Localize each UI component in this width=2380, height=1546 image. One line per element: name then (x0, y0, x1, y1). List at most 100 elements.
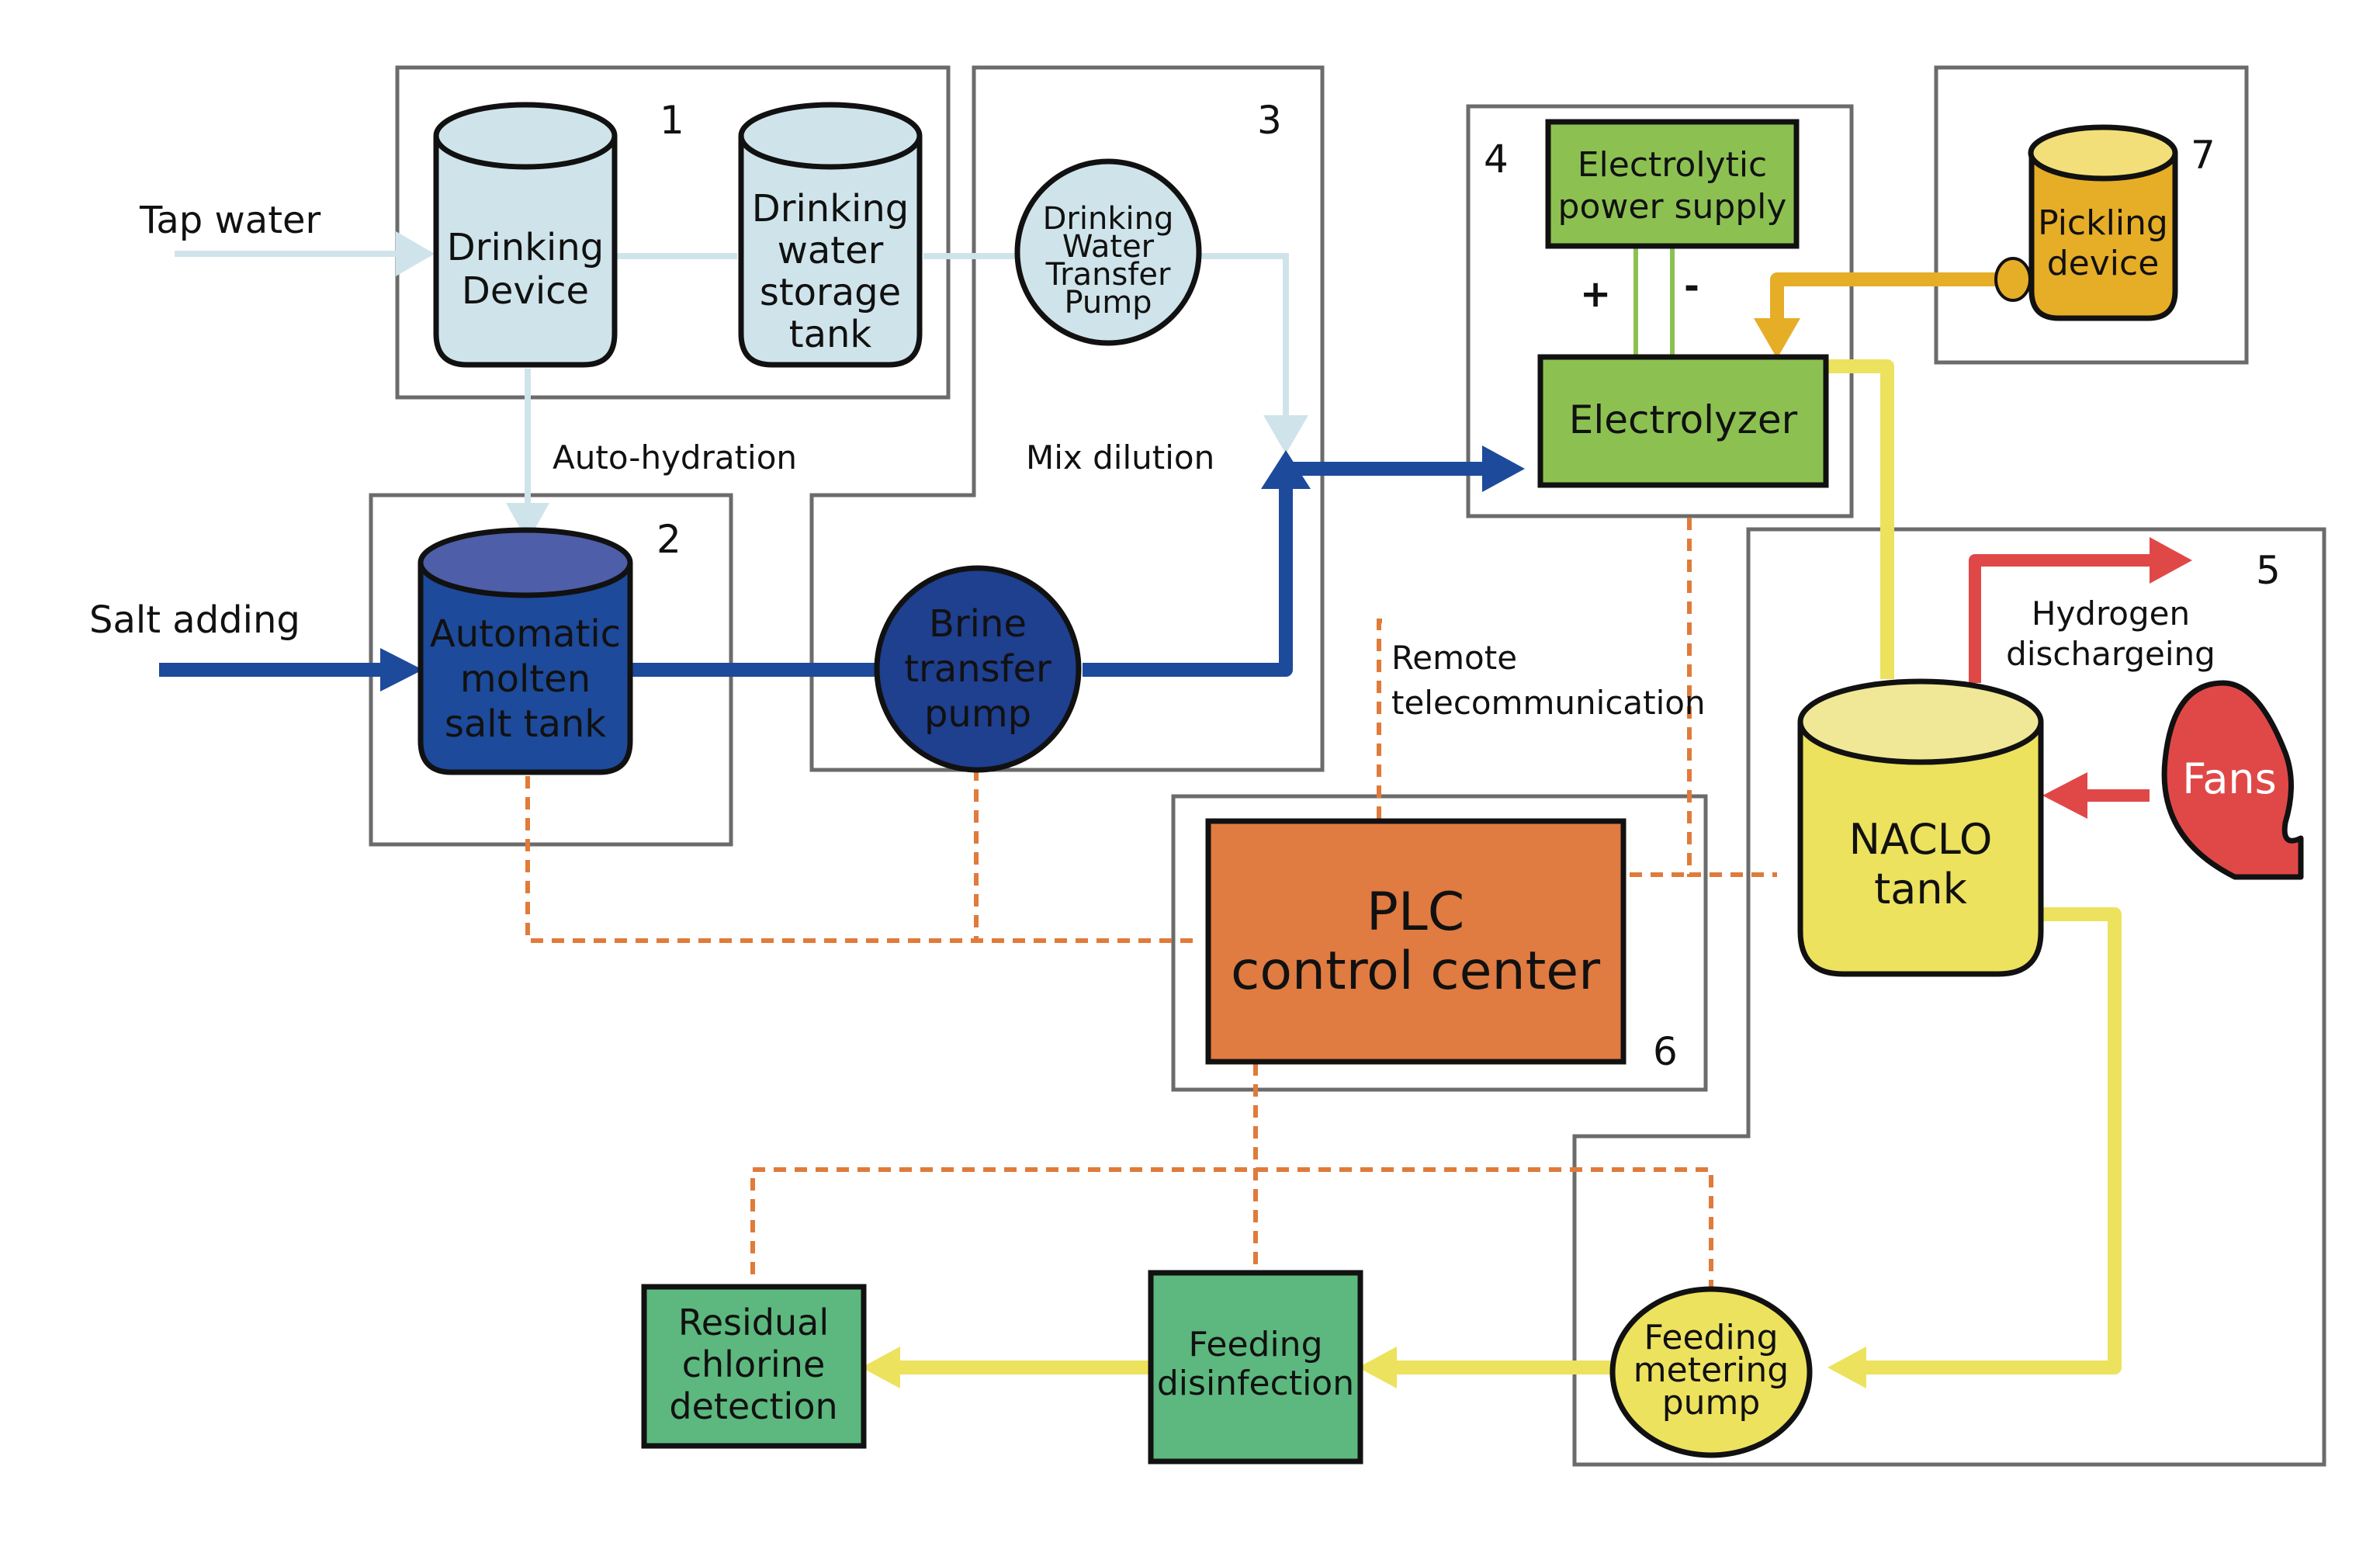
power-line-2: power supply (1558, 187, 1787, 227)
remote-label: Remote telecommunication (1391, 639, 1706, 722)
storage-line-4: tank (789, 313, 872, 356)
brine-right-arrowhead (1482, 445, 1525, 492)
residual-arrowhead (861, 1347, 900, 1388)
tap-water-arrowhead (396, 231, 435, 276)
transfer-line-2: Water (1062, 229, 1155, 265)
transfer-line-3: Transfer (1045, 257, 1171, 293)
residual-line-1: Residual (678, 1302, 829, 1343)
metering-line-2: metering (1633, 1350, 1789, 1390)
plc-line-2: control center (1231, 941, 1600, 1002)
remote-line-1: Remote (1391, 639, 1517, 677)
auto-hydration-label: Auto-hydration (553, 438, 797, 477)
group-5-frame (1572, 527, 2326, 1467)
disinfection-arrowhead (1358, 1347, 1397, 1388)
brine-lines (159, 462, 1490, 677)
brine-line-3: pump (924, 692, 1031, 736)
transfer-line-4: Pump (1064, 285, 1152, 321)
group-4-frame (1466, 104, 1854, 518)
brine-up-arrowhead (1261, 450, 1311, 489)
brine-line-2: transfer (904, 647, 1051, 691)
group-3-frame (809, 65, 1325, 772)
disinfection-line-2: disinfection (1157, 1364, 1354, 1403)
group-5-number: 5 (2256, 548, 2281, 593)
group-6-number: 6 (1653, 1029, 1678, 1074)
remote-line-2: telecommunication (1391, 684, 1706, 722)
naclo-lines (892, 359, 2122, 1374)
fan-arrowhead (2042, 772, 2087, 819)
metering-line-3: pump (1662, 1383, 1761, 1423)
metering-line-1: Feeding (1644, 1318, 1778, 1357)
group-2-number: 2 (656, 517, 681, 562)
tap-water-lines (175, 251, 1289, 518)
pickling-line (1770, 272, 1998, 326)
naclo-line-1: NACLO (1849, 815, 1993, 864)
plc-line-1: PLC (1367, 882, 1464, 943)
pickling-line-2: device (2047, 244, 2160, 283)
disinfection-line-1: Feeding (1188, 1325, 1322, 1364)
mix-arrowhead (1263, 415, 1308, 454)
group-7-frame (1934, 65, 2249, 365)
group-3-number: 3 (1257, 98, 1282, 143)
hydrogen-arrowhead (2150, 537, 2192, 584)
power-wires (1633, 247, 1675, 355)
plus-sign: + (1580, 272, 1611, 316)
hydrogen-line-2: dischargeing (2006, 635, 2215, 673)
residual-line-3: detection (669, 1385, 837, 1427)
storage-line-1: Drinking (752, 187, 909, 231)
salt-tank-line-1: Automatic (430, 612, 621, 656)
pickling-line-1: Pickling (2038, 203, 2168, 243)
drinking-device-line-2: Device (462, 269, 589, 313)
naclo-line-2: tank (1874, 865, 1967, 913)
pickling-valve (1994, 257, 2032, 302)
storage-line-3: storage (760, 271, 901, 314)
pickling-arrowhead (1754, 318, 1800, 359)
salt-adding-label: Salt adding (89, 598, 300, 642)
tap-water-label: Tap water (139, 199, 321, 242)
salt-arrowhead (380, 648, 423, 692)
power-line-1: Electrolytic (1578, 145, 1768, 185)
brine-line-1: Brine (929, 602, 1027, 646)
drinking-device-line-1: Drinking (447, 226, 604, 269)
group-1-number: 1 (660, 98, 684, 143)
transfer-line-1: Drinking (1043, 201, 1174, 237)
electrolyzer: Electrolyzer (1537, 354, 1829, 488)
mix-dilution-label: Mix dilution (1026, 438, 1214, 477)
storage-line-2: water (778, 229, 884, 272)
residual-line-2: chlorine (682, 1343, 826, 1385)
hydrogen-line (1969, 554, 2157, 683)
fans: Fans (2161, 680, 2304, 880)
hydrogen-line-1: Hydrogen (2032, 594, 2190, 633)
salt-tank-line-3: salt tank (445, 702, 606, 746)
metering-arrowhead (1827, 1347, 1866, 1388)
group-6-frame (1171, 794, 1708, 1092)
minus-sign: - (1684, 265, 1699, 308)
salt-tank-line-2: molten (460, 657, 591, 701)
group-4-number: 4 (1484, 137, 1509, 182)
fans-label: Fans (2182, 754, 2277, 803)
